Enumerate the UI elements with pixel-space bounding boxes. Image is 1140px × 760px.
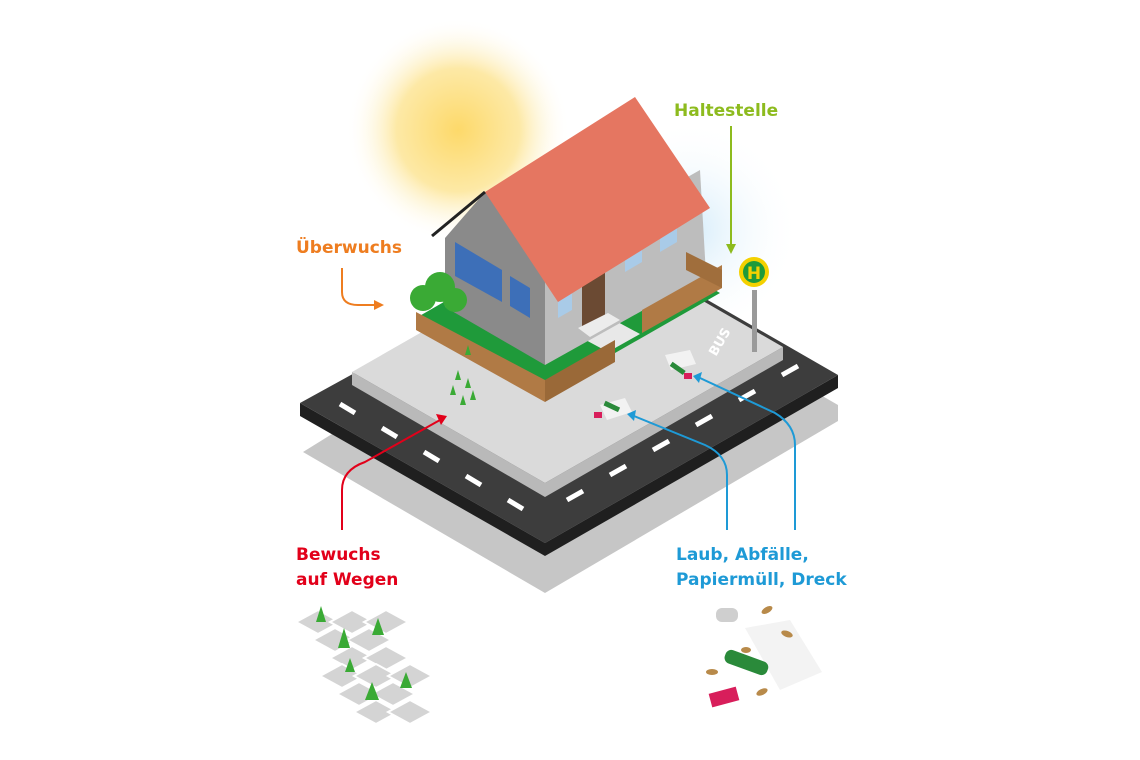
house — [431, 97, 710, 365]
road-dashes — [338, 363, 800, 512]
litter-detail — [706, 606, 822, 708]
bottle — [724, 649, 769, 676]
roof-edge — [431, 190, 486, 238]
bush — [410, 272, 467, 312]
path-to-door — [582, 320, 640, 352]
overgrowth-arrowhead — [374, 300, 384, 310]
window — [510, 276, 530, 318]
doorstep — [578, 313, 620, 337]
path-growth-arrow — [341, 419, 441, 530]
paving-tiles-with-weeds — [293, 606, 435, 726]
can — [716, 608, 738, 622]
litter-arrow-2 — [699, 377, 796, 530]
litter-arrowhead-1 — [627, 410, 636, 421]
label-overgrowth: Überwuchs — [296, 238, 402, 258]
label-bus-stop: Haltestelle — [674, 101, 779, 121]
window — [455, 242, 502, 302]
overgrowth-arrow — [341, 268, 376, 306]
litter-arrowhead-2 — [693, 372, 702, 383]
fence — [416, 252, 722, 402]
sidewalk-weeds — [450, 345, 476, 405]
roof — [485, 97, 710, 302]
label-litter-line2: Papiermüll, Dreck — [676, 570, 847, 590]
sign-letter: H — [747, 264, 761, 284]
bus-stop-sign: H — [739, 257, 769, 352]
leaves — [706, 606, 793, 696]
label-litter: Laub, Abfälle, Papiermüll, Dreck — [676, 543, 847, 593]
sidewalk-litter — [594, 350, 696, 420]
path-growth-arrowhead — [436, 414, 447, 425]
litter-arrow-1 — [633, 415, 728, 530]
label-litter-line1: Laub, Abfälle, — [676, 545, 809, 565]
bus-stop-arrowhead — [726, 244, 736, 254]
sign-pole — [752, 290, 757, 352]
wrapper — [708, 686, 740, 708]
label-path-growth-line1: Bewuchs — [296, 545, 381, 565]
paper-sheet — [745, 620, 822, 690]
label-path-growth: Bewuchs auf Wegen — [296, 543, 398, 593]
label-path-growth-line2: auf Wegen — [296, 570, 399, 590]
